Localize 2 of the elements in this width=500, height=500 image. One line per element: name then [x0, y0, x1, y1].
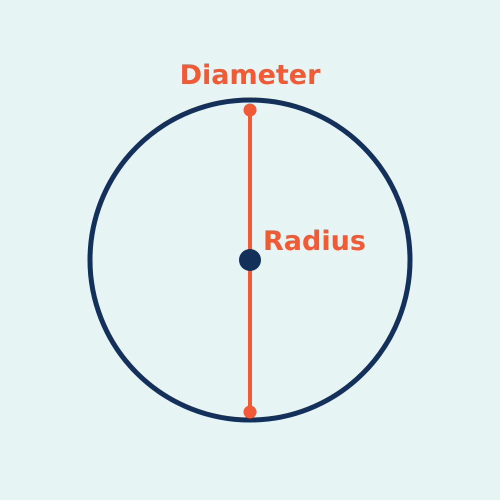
diameter-label: Diameter	[180, 62, 320, 89]
radius-label: Radius	[263, 228, 366, 255]
